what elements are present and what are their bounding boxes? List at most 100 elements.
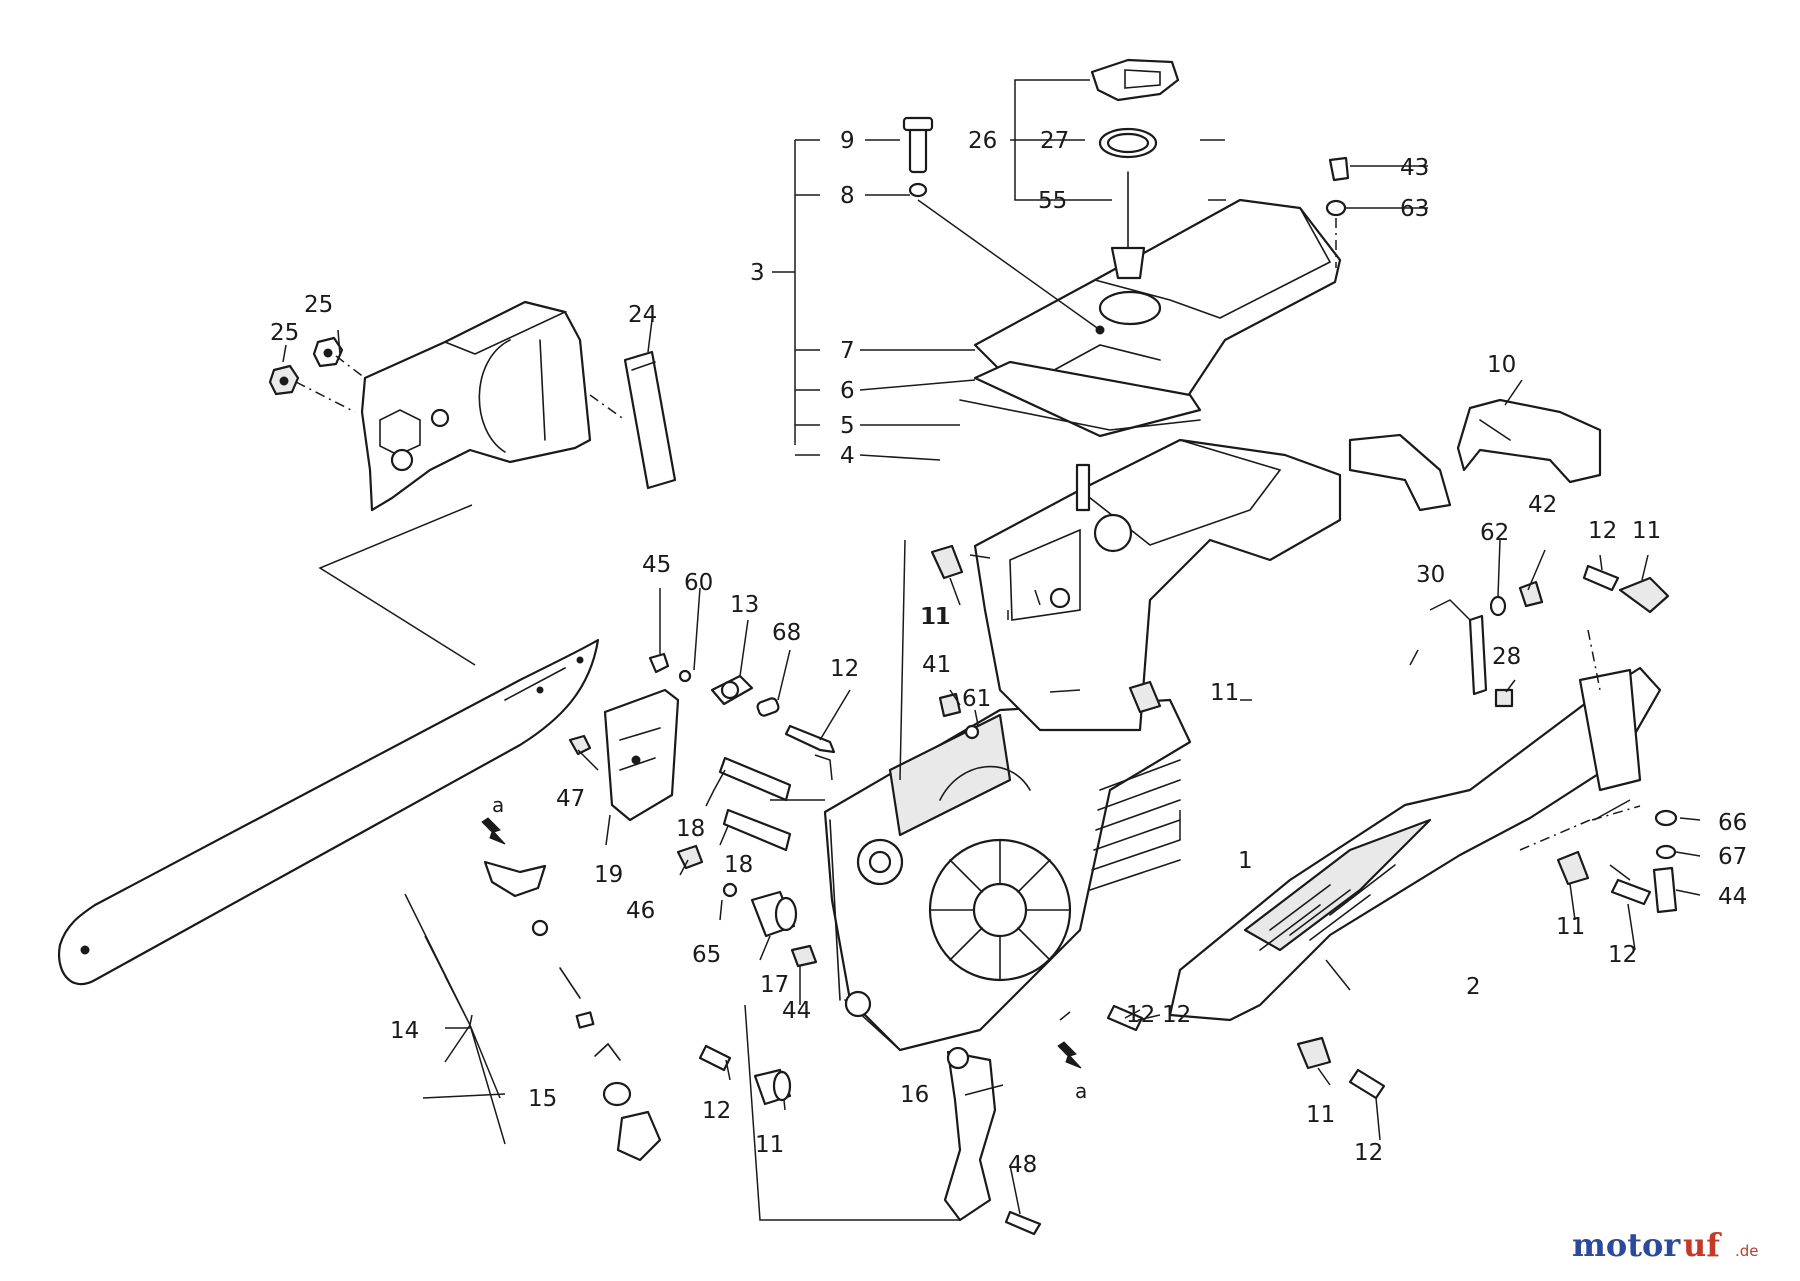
- callout-12c: 12: [1162, 1002, 1191, 1028]
- callout-66: 66: [1718, 810, 1747, 836]
- filter-washer-8: [908, 182, 928, 198]
- side-plate: [603, 688, 680, 822]
- callout-11a: 11: [922, 604, 951, 630]
- callout-9: 9: [840, 128, 855, 154]
- screw-48: [676, 844, 704, 870]
- callout-12g: 12: [1126, 1002, 1155, 1028]
- view-a-arrow-2: [1057, 1041, 1082, 1069]
- callout-11d: 11: [1306, 1102, 1335, 1128]
- callout-12b: 12: [702, 1098, 731, 1124]
- callout-18a: 18: [676, 816, 705, 842]
- nut-47: [790, 944, 818, 968]
- callout-25b: 25: [304, 292, 333, 318]
- callout-7: 7: [840, 338, 855, 364]
- cylinder-fins: [1089, 759, 1181, 891]
- callout-48: 46: [626, 898, 655, 924]
- callout-47: 44: [782, 998, 811, 1024]
- callout-12d: 12: [1354, 1140, 1383, 1166]
- screw-45: [648, 652, 670, 674]
- callout-15: 15: [528, 1086, 557, 1112]
- callout-68: 68: [772, 620, 801, 646]
- brake-lever-16: [943, 1046, 997, 1222]
- rear-handle-2: [1168, 666, 1662, 1022]
- view-a-arrow-1: [481, 817, 506, 845]
- screw-46: [1004, 1210, 1042, 1236]
- callout-24: 24: [628, 302, 657, 328]
- buffer-11e: [753, 1068, 792, 1106]
- view-marker-a-1: a: [492, 793, 504, 817]
- callout-27: 27: [1040, 128, 1069, 154]
- callout-65: 65: [692, 942, 721, 968]
- watermark-logo: motor uf .de: [1572, 1226, 1759, 1264]
- buffer-11b: [930, 544, 964, 580]
- handle-axis: [1519, 629, 1641, 851]
- washer-62: [1489, 595, 1507, 617]
- washer-67: [1655, 844, 1677, 860]
- callout-14: 14: [390, 1018, 419, 1044]
- bolt-43: [1328, 156, 1350, 182]
- buffer-11f: [1296, 1036, 1332, 1070]
- cover-nut-axis: [295, 355, 366, 413]
- engine-outline-links: [744, 539, 1631, 1221]
- bolt-44: [1652, 866, 1678, 914]
- callout-63: 63: [1400, 196, 1429, 222]
- buffer-11c: [1128, 680, 1162, 714]
- watermark-part2: uf: [1683, 1226, 1722, 1264]
- pin-12c: [1610, 878, 1652, 906]
- bar-cover-link: [318, 504, 476, 666]
- callout-11b: 11: [1210, 680, 1239, 706]
- grip-texture: [1259, 864, 1396, 951]
- flywheel: [928, 838, 1072, 982]
- guide-bar: [57, 638, 600, 986]
- callout-41: 41: [922, 652, 951, 678]
- callout-12a: 12: [830, 656, 859, 682]
- callout-28: 28: [1492, 644, 1521, 670]
- callout-49: 47: [556, 786, 585, 812]
- screw-41: [938, 692, 962, 718]
- trigger-30: [1468, 614, 1488, 696]
- fitting-17: [750, 890, 798, 938]
- spark-plug-18a: [718, 756, 792, 802]
- callout-13: 13: [730, 592, 759, 618]
- callout-11f: 11: [920, 604, 949, 630]
- callout-44: 44: [1718, 884, 1747, 910]
- washer-61: [964, 724, 980, 740]
- callout-12f: 12: [1588, 518, 1617, 544]
- view-marker-a-2: a: [1075, 1079, 1087, 1103]
- strainer-55: [1110, 171, 1146, 280]
- callout-3: 3: [750, 260, 765, 286]
- pin-12b: [1582, 564, 1620, 592]
- callout-labels: 9 8 3 7 6 5 4 26 27 55 43 63 25 25 24 10…: [270, 128, 1747, 1178]
- callout-12e: 12: [1608, 942, 1637, 968]
- callout-26: 26: [968, 128, 997, 154]
- block-28: [1494, 688, 1514, 708]
- callout-6: 6: [840, 378, 855, 404]
- callout-19: 19: [594, 862, 623, 888]
- filter-element-5: [959, 399, 1201, 431]
- filter-gasket-6: [973, 360, 1202, 438]
- spark-plug-18b: [722, 808, 792, 852]
- callout-10: 10: [1487, 352, 1516, 378]
- handle-10: [1456, 398, 1602, 484]
- callout-61: 61: [962, 686, 991, 712]
- callout-4: 4: [840, 443, 855, 469]
- sleeve-68: [756, 697, 780, 717]
- callout-60: 60: [684, 570, 713, 596]
- callout-5: 5: [840, 413, 855, 439]
- pin-12f: [1348, 1068, 1386, 1100]
- crankcase: [823, 698, 1192, 1052]
- callout-62: 62: [1480, 520, 1509, 546]
- bracket-13: [710, 674, 754, 706]
- clip-group-fan: [404, 893, 506, 1145]
- fuel-tank-housing: [973, 438, 1342, 732]
- pin-12a: [784, 724, 836, 754]
- callout-67: 67: [1718, 844, 1747, 870]
- callout-1: 1: [1238, 848, 1253, 874]
- bolt-42: [1518, 580, 1544, 608]
- washer-60: [678, 669, 692, 683]
- callout-46: 48: [1008, 1152, 1037, 1178]
- chain-sprocket-cover: [360, 300, 592, 512]
- callout-55: 55: [1038, 188, 1067, 214]
- callout-11c: 11: [755, 1132, 784, 1158]
